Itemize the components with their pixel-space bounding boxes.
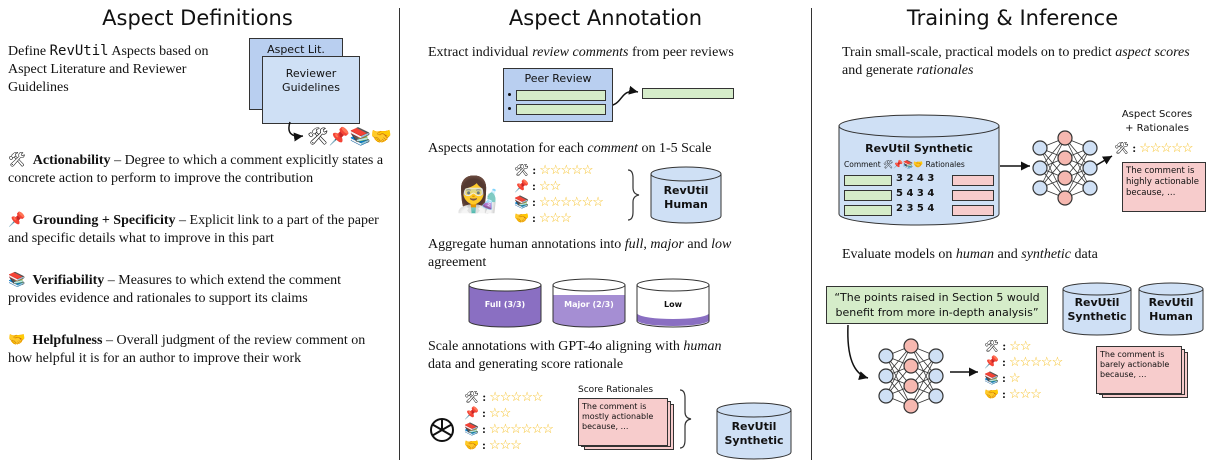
extract-text: Extract individual review comments from … bbox=[428, 45, 734, 60]
score-rationales-label: Score Rationales bbox=[578, 385, 654, 395]
aspect-definitions-title: Aspect Definitions bbox=[102, 6, 293, 30]
synthetic-db-table: RevUtil Synthetic Comment 🛠📌📚🤝 Rationale… bbox=[838, 114, 1000, 226]
db-row-3: 2 3 5 4 bbox=[844, 203, 994, 217]
major-agreement-db: Major (2/3) bbox=[552, 278, 626, 328]
pushpin-icon: 📌 bbox=[8, 213, 26, 228]
prediction-rationale: The comment is highly actionable because… bbox=[1122, 162, 1206, 212]
annotation-text: Aspects annotation for each comment on 1… bbox=[428, 141, 712, 156]
annotator-icon: 👩‍🔬 bbox=[456, 177, 499, 214]
train-text: Train small-scale, practical models on t… bbox=[842, 45, 1190, 78]
peer-review-box: Peer Review bbox=[503, 68, 613, 122]
eval-ratings: 🛠 : ☆☆ 📌 : ☆☆☆☆☆ 📚 : ☆ 🤝 : ☆☆☆ bbox=[984, 338, 1063, 401]
extracted-comment-bar bbox=[642, 88, 734, 99]
openai-logo-icon bbox=[426, 414, 458, 446]
scale-text: Scale annotations with GPT-4o aligning w… bbox=[428, 339, 722, 372]
db-row-1: 3 2 4 3 bbox=[844, 173, 994, 187]
neural-network-eval-icon bbox=[878, 338, 944, 414]
eval-rationale-stack: The comment is barely actionable because… bbox=[1096, 346, 1188, 400]
tools-icon: 🛠 bbox=[8, 153, 26, 168]
aspect-item-helpfulness: 🤝 Helpfulness – Overall judgment of the … bbox=[8, 333, 366, 366]
books-icon: 📚 bbox=[8, 273, 26, 288]
comment-bar-1 bbox=[516, 90, 606, 101]
separator-right bbox=[811, 8, 812, 460]
full-agreement-db: Full (3/3) bbox=[468, 278, 542, 328]
comment-bar-2 bbox=[516, 104, 606, 115]
aggregate-text: Aggregate human annotations into full, m… bbox=[428, 237, 732, 270]
low-agreement-db: Low bbox=[636, 278, 710, 328]
neural-network-icon bbox=[1032, 130, 1098, 206]
reviewer-guidelines-document: Reviewer Guidelines bbox=[262, 56, 360, 124]
predicted-score: 🛠 : ☆☆☆☆☆ bbox=[1114, 140, 1194, 155]
aspect-item-grounding: 📌 Grounding + Specificity – Explicit lin… bbox=[8, 213, 379, 246]
example-comment: “The points raised in Section 5 would be… bbox=[826, 286, 1048, 324]
definitions-intro: Define RevUtil Aspects based on Aspect L… bbox=[8, 43, 209, 95]
gpt-ratings: 🛠 : ☆☆☆☆☆ 📌 : ☆☆ 📚 : ☆☆☆☆☆☆ 🤝 : ☆☆☆ bbox=[464, 389, 554, 452]
revutil-synthetic-db: RevUtil Synthetic bbox=[716, 402, 792, 460]
human-ratings: 🛠 : ☆☆☆☆☆ 📌 : ☆☆ 📚 : ☆☆☆☆☆☆ 🤝 : ☆☆☆ bbox=[514, 162, 604, 225]
revutil-human-db: RevUtil Human bbox=[650, 166, 722, 224]
aspect-scores-label: Aspect Scores+ Rationales bbox=[1121, 109, 1193, 134]
aspect-annotation-title: Aspect Annotation bbox=[508, 6, 703, 30]
handshake-icon: 🤝 bbox=[8, 333, 26, 348]
training-inference-title: Training & Inference bbox=[906, 6, 1119, 30]
aspect-icons-group: 🛠📌📚🤝 bbox=[307, 127, 393, 146]
separator-left bbox=[399, 8, 400, 460]
peer-review-label: Peer Review bbox=[524, 72, 592, 85]
eval-human-db: RevUtil Human bbox=[1138, 282, 1204, 336]
aspect-item-actionability: 🛠 Actionability – Degree to which a comm… bbox=[8, 153, 384, 186]
rationale-card-stack: The comment is mostly actionable because… bbox=[578, 398, 676, 452]
aspect-list: 🛠 Actionability – Degree to which a comm… bbox=[8, 152, 388, 392]
eval-synthetic-db: RevUtil Synthetic bbox=[1062, 282, 1132, 336]
aspect-item-verifiability: 📚 Verifiability – Measures to which exte… bbox=[8, 273, 342, 306]
db-row-2: 5 4 3 4 bbox=[844, 188, 994, 202]
evaluate-text: Evaluate models on human and synthetic d… bbox=[842, 247, 1098, 262]
